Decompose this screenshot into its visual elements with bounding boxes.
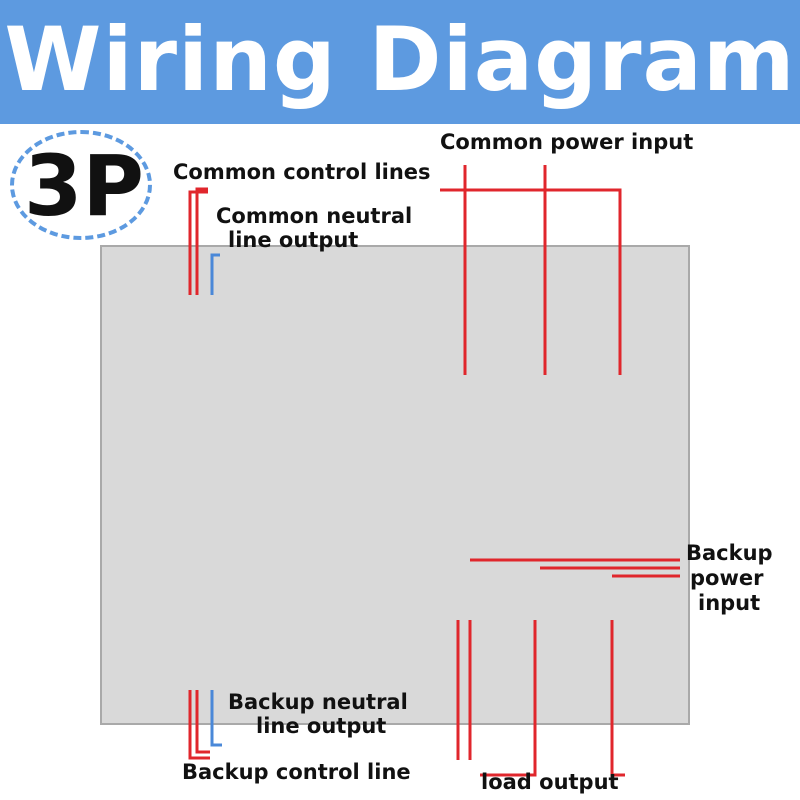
backup-neutral-wire: [210, 690, 222, 747]
load-output-wire-3: [480, 620, 537, 777]
common-control-wire-b: [195, 187, 208, 295]
label-common-neutral-line-2: line output: [228, 228, 359, 252]
label-backup-control-line: Backup control line: [182, 760, 411, 784]
page-title: Wiring Diagram: [4, 8, 796, 111]
label-load-output: load output: [481, 770, 619, 794]
label-backup-neutral-line-2: line output: [256, 714, 387, 738]
switch-photo-placeholder: [100, 245, 690, 725]
blue-wires: [210, 253, 222, 747]
backup-control-wire-b: [195, 690, 210, 754]
badge-outline: [10, 130, 152, 240]
label-backup-power-input-2: power: [690, 566, 764, 590]
label-backup-power-input-1: Backup: [686, 541, 773, 565]
common-power-wire-t: [440, 188, 622, 375]
common-neutral-wire: [210, 253, 220, 295]
common-control-wire-a: [188, 190, 208, 295]
label-backup-power-input-3: input: [698, 591, 761, 615]
label-common-control-lines: Common control lines: [173, 160, 431, 184]
label-common-power-input: Common power input: [440, 130, 694, 154]
title-banner: Wiring Diagram: [0, 0, 800, 124]
label-backup-neutral-line-1: Backup neutral: [228, 690, 408, 714]
backup-control-wire-a: [188, 690, 210, 760]
label-common-neutral-line: Common neutral: [216, 204, 413, 228]
red-wires: [188, 165, 680, 777]
load-output-wire-4: [610, 620, 625, 777]
phase-badge: 3P: [23, 137, 144, 235]
